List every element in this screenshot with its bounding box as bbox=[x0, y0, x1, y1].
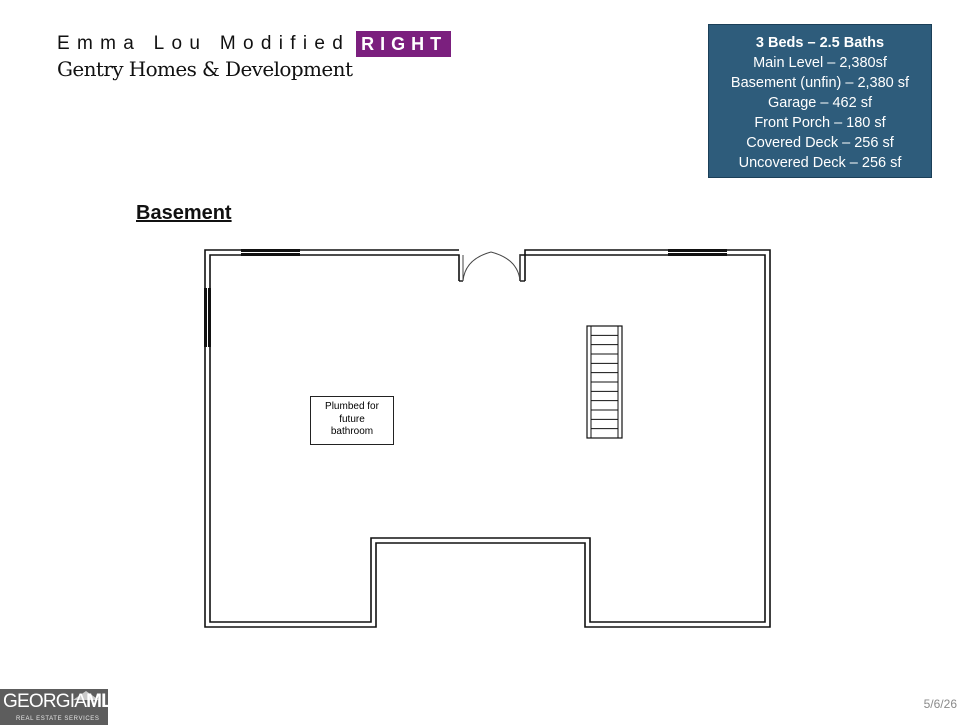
georgia-mls-logo: GEORGIAMLS REAL ESTATE SERVICES bbox=[0, 689, 125, 725]
exterior-walls bbox=[204, 249, 771, 628]
page-number: 5/6/26 bbox=[923, 697, 957, 711]
specs-box: 3 Beds – 2.5 Baths Main Level – 2,380sf … bbox=[708, 24, 932, 178]
window-icon bbox=[204, 288, 211, 347]
plumbing-note-line: future bbox=[339, 413, 365, 425]
builder-name: Gentry Homes & Development bbox=[57, 57, 353, 81]
spec-covered-deck: Covered Deck – 256 sf bbox=[746, 135, 894, 151]
outer-wall-line bbox=[204, 249, 771, 628]
orientation-tag: RIGHT bbox=[356, 31, 452, 57]
logo-wordmark: GEORGIAMLS bbox=[3, 691, 125, 712]
spec-garage: Garage – 462 sf bbox=[768, 95, 872, 111]
plumbing-note-line: bathroom bbox=[330, 426, 374, 437]
inner-wall-line bbox=[209, 254, 766, 623]
spec-main-level: Main Level – 2,380sf bbox=[753, 55, 887, 71]
spec-uncovered-deck: Uncovered Deck – 256 sf bbox=[738, 155, 902, 171]
section-title: Basement bbox=[136, 202, 232, 224]
specs-headline: 3 Beds – 2.5 Baths bbox=[755, 35, 885, 51]
logo-tagline: REAL ESTATE SERVICES bbox=[16, 716, 100, 722]
plan-title-row: Emma Lou Modified RIGHT bbox=[57, 31, 452, 57]
house-roof-icon bbox=[73, 691, 99, 700]
double-door-icon bbox=[462, 251, 521, 282]
plan-title: Emma Lou Modified bbox=[57, 33, 351, 54]
plumbing-note: Plumbed for future bathroom bbox=[310, 396, 394, 445]
plumbing-note-line: Plumbed for bbox=[325, 401, 379, 412]
window-icon bbox=[241, 249, 300, 256]
spec-basement: Basement (unfin) – 2,380 sf bbox=[730, 75, 910, 91]
spec-front-porch: Front Porch – 180 sf bbox=[754, 115, 886, 131]
staircase-icon bbox=[586, 325, 623, 439]
window-icon bbox=[668, 249, 727, 256]
